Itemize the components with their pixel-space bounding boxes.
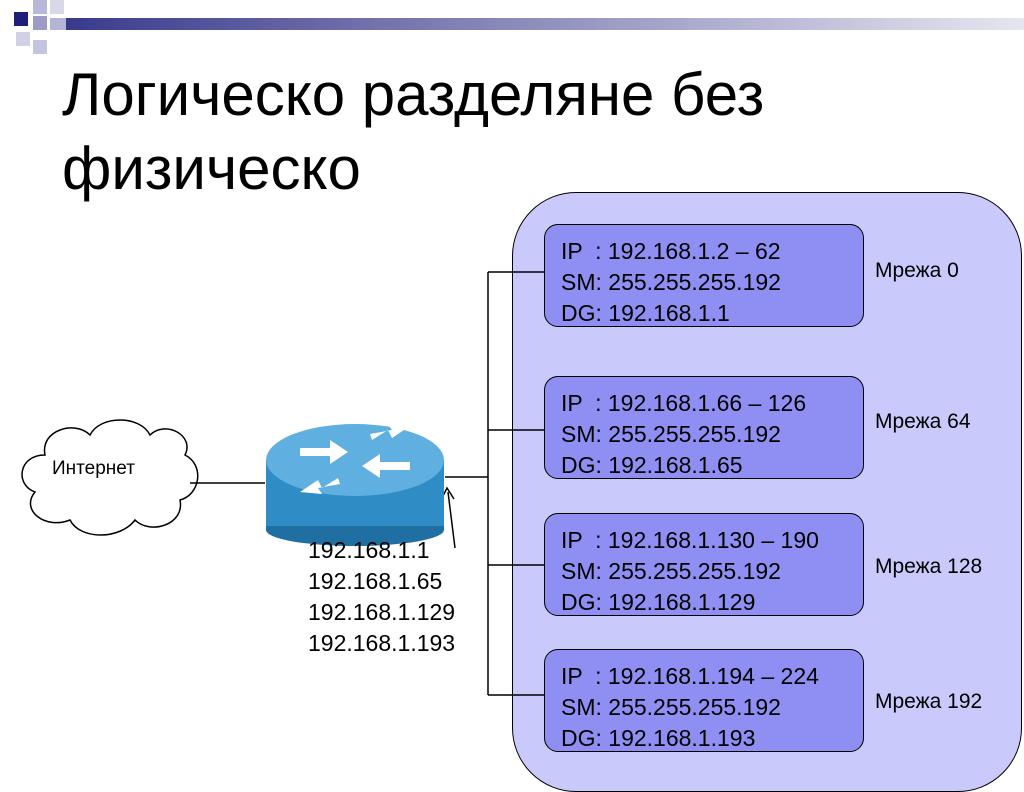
internet-cloud-icon (21, 419, 199, 536)
subnet-mask: SM: 255.255.255.192 (561, 269, 781, 295)
router-interface-ip: 192.168.1.193 (308, 630, 456, 656)
subnet-label-192: Мрежа 192 (875, 690, 983, 713)
subnet-gateway: DG: 192.168.1.1 (561, 300, 730, 326)
network-diagram (21, 271, 544, 696)
subnet-mask: SM: 255.255.255.192 (561, 694, 781, 720)
corner-decoration (14, 0, 1024, 54)
subnet-gateway: DG: 192.168.1.65 (561, 452, 743, 478)
subnet-mask: SM: 255.255.255.192 (561, 421, 781, 447)
subnet-ip-range: IP : 192.168.1.130 – 190 (561, 527, 819, 553)
subnet-box-128: IP : 192.168.1.130 – 190 SM: 255.255.255… (544, 513, 864, 616)
subnet-gateway: DG: 192.168.1.193 (561, 725, 756, 751)
internet-label: Интернет (52, 458, 135, 479)
router-interface-ip: 192.168.1.65 (308, 568, 443, 594)
subnet-ip-range: IP : 192.168.1.194 – 224 (561, 663, 819, 689)
subnet-box-0: IP : 192.168.1.2 – 62 SM: 255.255.255.19… (544, 224, 864, 327)
subnet-gateway: DG: 192.168.1.129 (561, 589, 756, 615)
subnet-box-192: IP : 192.168.1.194 – 224 SM: 255.255.255… (544, 649, 864, 752)
router-interface-ip: 192.168.1.1 (308, 537, 430, 563)
router-icon (266, 424, 444, 546)
subnet-box-64: IP : 192.168.1.66 – 126 SM: 255.255.255.… (544, 376, 864, 479)
router-interface-ip: 192.168.1.129 (308, 599, 456, 625)
router-interface-list: 192.168.1.1 192.168.1.65 192.168.1.129 1… (308, 535, 455, 659)
slide-title: Логическо разделяне без физическо (62, 61, 765, 202)
subnet-label-64: Мрежа 64 (875, 410, 971, 433)
subnet-label-128: Мрежа 128 (875, 555, 983, 578)
subnet-mask: SM: 255.255.255.192 (561, 558, 781, 584)
subnet-label-0: Мрежа 0 (875, 259, 959, 282)
subnet-ip-range: IP : 192.168.1.2 – 62 (561, 238, 781, 264)
subnet-ip-range: IP : 192.168.1.66 – 126 (561, 390, 807, 416)
